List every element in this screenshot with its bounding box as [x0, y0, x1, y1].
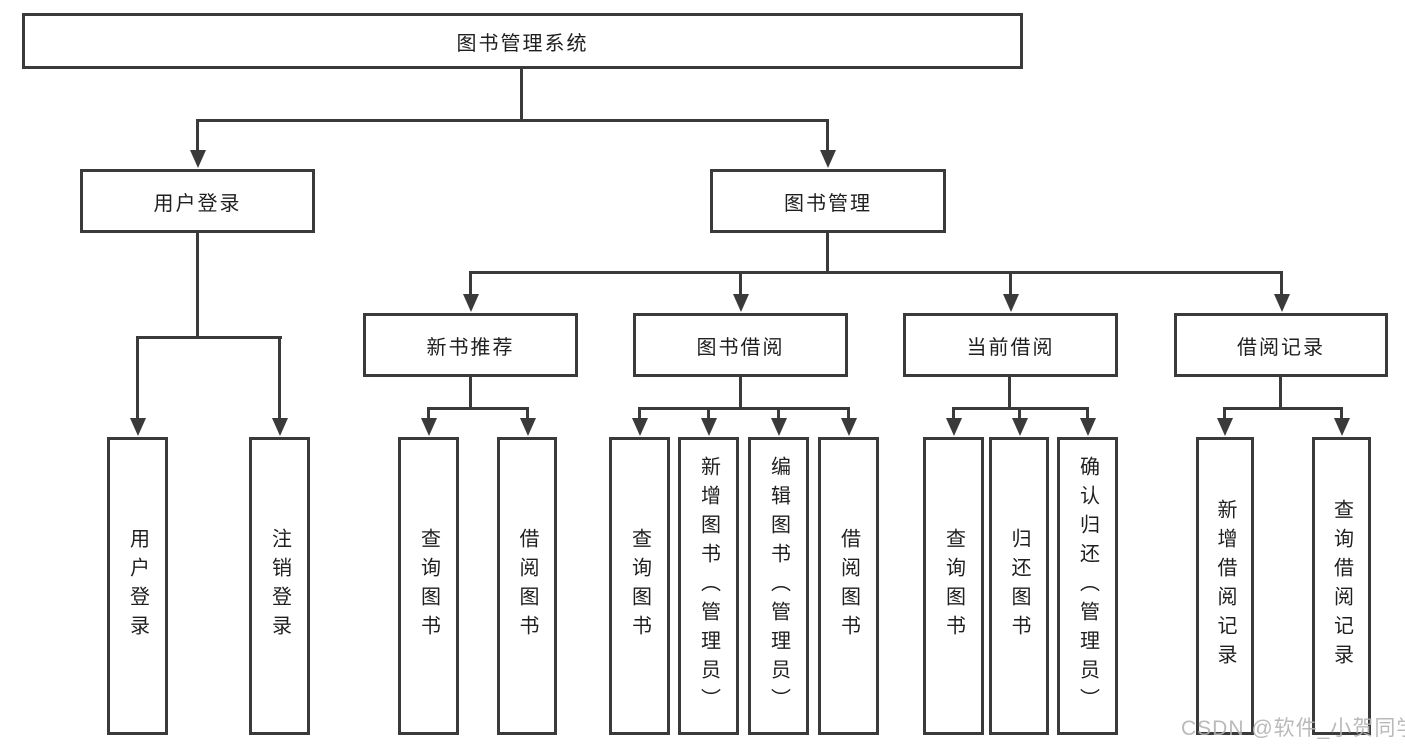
- leaf-bb-add-books-admin: 新增图书（管理员）: [678, 437, 739, 735]
- arrow-to-user-login: [189, 119, 206, 168]
- node-borrow-records-label: 借阅记录: [1237, 336, 1325, 359]
- arrow-to-leaf-logout: [271, 336, 288, 436]
- arrow-to-br-query: [1333, 407, 1350, 436]
- node-new-book-recommend: 新书推荐: [363, 313, 578, 377]
- connector-book-borrow-trunk: [739, 376, 742, 409]
- arrow-to-nb-query: [420, 407, 437, 436]
- arrow-to-cb-return: [1011, 407, 1028, 436]
- connector-book-management-trunk: [826, 232, 829, 273]
- leaf-nb-borrow-books: 借阅图书: [497, 437, 557, 735]
- arrow-to-nb-borrow: [519, 407, 536, 436]
- leaf-br-query-record: 查询借阅记录: [1312, 437, 1371, 735]
- connector-user-login-bar: [136, 336, 282, 339]
- node-new-book-recommend-label: 新书推荐: [426, 336, 515, 359]
- arrow-to-cb-query: [945, 407, 962, 436]
- arrow-to-bb-borrow: [840, 407, 857, 436]
- leaf-nb-query-books: 查询图书: [398, 437, 459, 735]
- leaf-cb-return-books: 归还图书: [989, 437, 1049, 735]
- node-book-borrow-label: 图书借阅: [696, 336, 785, 359]
- leaf-user-login: 用户登录: [107, 437, 168, 735]
- leaf-br-add-record-label: 新增借阅记录: [1214, 499, 1236, 673]
- leaf-bb-edit-books-admin: 编辑图书（管理员）: [748, 437, 809, 735]
- connector-borrow-records-trunk: [1279, 376, 1282, 409]
- leaf-cb-query-books-label: 查询图书: [942, 528, 965, 644]
- leaf-logout-login: 注销登录: [249, 437, 310, 735]
- leaf-br-query-record-label: 查询借阅记录: [1330, 499, 1353, 673]
- connector-root-bar: [196, 119, 829, 122]
- node-user-login-label: 用户登录: [153, 192, 242, 215]
- arrow-to-bb-query: [631, 407, 648, 436]
- connector-new-book-bar: [427, 407, 528, 410]
- node-root-label: 图书管理系统: [456, 32, 589, 55]
- arrow-to-current-borrow: [1002, 271, 1019, 312]
- leaf-bb-query-books-label: 查询图书: [628, 528, 651, 644]
- connector-level3-bar: [469, 271, 1282, 274]
- arrow-to-book-borrow: [732, 271, 749, 312]
- leaf-bb-edit-books-admin-label: 编辑图书（管理员）: [767, 455, 790, 717]
- leaf-br-add-record: 新增借阅记录: [1196, 437, 1254, 735]
- node-book-borrow: 图书借阅: [633, 313, 848, 377]
- arrow-to-br-add: [1216, 407, 1233, 436]
- leaf-bb-query-books: 查询图书: [609, 437, 670, 735]
- leaf-user-login-label: 用户登录: [126, 528, 149, 644]
- node-book-management: 图书管理: [710, 169, 946, 233]
- leaf-bb-add-books-admin-label: 新增图书（管理员）: [697, 455, 720, 717]
- node-book-management-label: 图书管理: [784, 192, 872, 215]
- leaf-cb-confirm-return-admin: 确认归还（管理员）: [1057, 437, 1118, 735]
- node-borrow-records: 借阅记录: [1174, 313, 1388, 377]
- leaf-cb-return-books-label: 归还图书: [1008, 528, 1030, 644]
- node-root: 图书管理系统: [22, 13, 1023, 69]
- arrow-to-borrow-records: [1273, 271, 1290, 312]
- arrow-to-cb-confirm: [1079, 407, 1096, 436]
- arrow-to-leaf-user-login: [129, 336, 146, 436]
- connector-user-login-trunk: [196, 232, 199, 338]
- leaf-nb-query-books-label: 查询图书: [417, 528, 440, 644]
- arrow-to-bb-add: [700, 407, 717, 436]
- leaf-cb-confirm-return-admin-label: 确认归还（管理员）: [1076, 455, 1099, 717]
- leaf-nb-borrow-books-label: 借阅图书: [516, 528, 538, 644]
- csdn-watermark: CSDN @软件_小贺同学: [1181, 717, 1405, 740]
- node-user-login: 用户登录: [80, 169, 315, 233]
- leaf-logout-login-label: 注销登录: [268, 528, 291, 644]
- node-current-borrow-label: 当前借阅: [966, 336, 1055, 359]
- arrow-to-new-book-recommend: [462, 271, 479, 312]
- connector-new-book-trunk: [469, 376, 472, 409]
- leaf-bb-borrow-books-label: 借阅图书: [837, 528, 860, 644]
- node-current-borrow: 当前借阅: [903, 313, 1118, 377]
- arrow-to-book-management: [819, 119, 836, 168]
- leaf-cb-query-books: 查询图书: [923, 437, 984, 735]
- connector-book-borrow-bar: [638, 407, 850, 410]
- connector-current-borrow-trunk: [1008, 376, 1011, 409]
- leaf-bb-borrow-books: 借阅图书: [818, 437, 879, 735]
- connector-root-trunk: [520, 68, 523, 120]
- connector-borrow-records-bar: [1223, 407, 1343, 410]
- arrow-to-bb-edit: [770, 407, 787, 436]
